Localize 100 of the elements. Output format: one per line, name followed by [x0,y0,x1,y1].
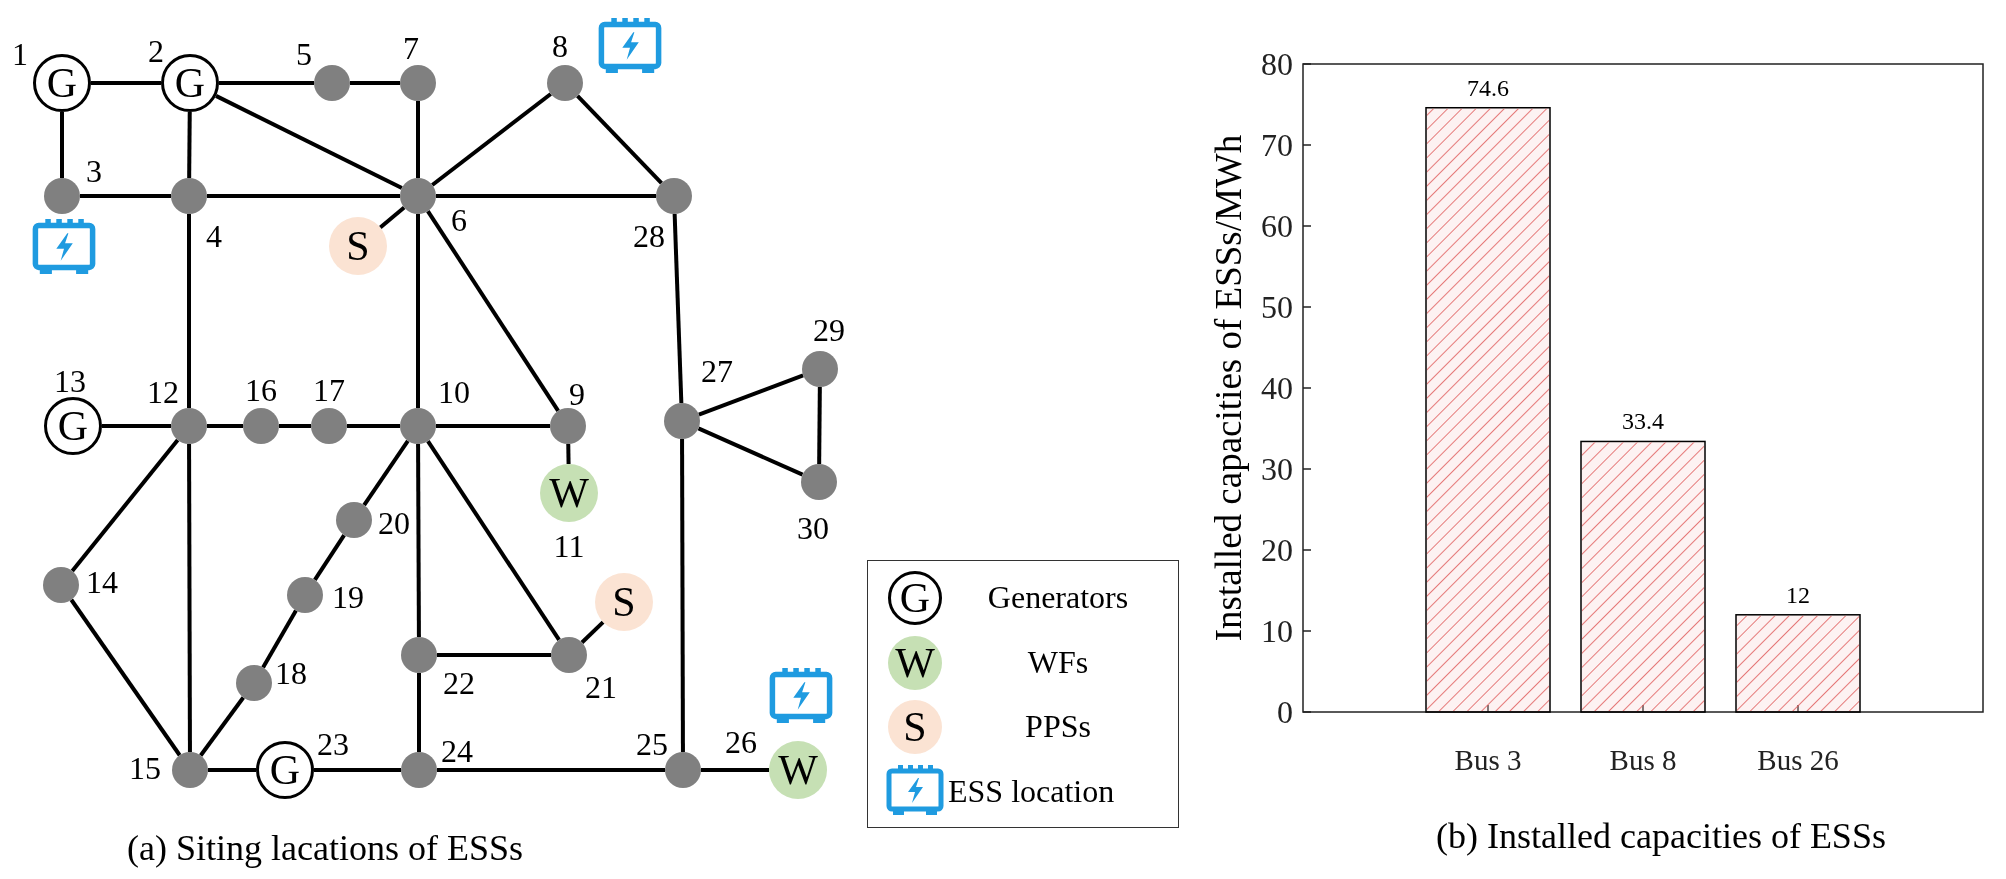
axis-title: Installed capacities of ESSs/MWh [1208,134,1249,642]
bus-number: 8 [552,30,568,62]
chart-caption: (b) Installed capacities of ESSs [1436,816,1886,856]
line [566,443,571,465]
line [261,609,298,669]
caption: (a) Siting lacations of ESSs [127,829,523,869]
bus-node [400,408,436,444]
bus-number: 9 [569,378,585,410]
bus-node [801,464,837,500]
bus-node [287,577,323,613]
bus-number: 15 [129,752,161,784]
bus-node [656,178,692,214]
line [416,444,421,637]
bus-number: 23 [317,728,349,760]
line [698,373,804,417]
bus-node [243,408,279,444]
bus-number: 27 [701,355,733,387]
line [426,210,560,412]
bus-node [400,65,436,101]
line [437,768,665,772]
category-label: Bus 3 [1454,744,1522,776]
bus-number: 7 [403,32,419,64]
bus-number: 26 [725,726,757,758]
line [102,424,171,428]
line [199,696,245,757]
legend-symbol: S [888,700,942,754]
bus-node [802,351,838,387]
generator-node: G [256,741,314,799]
line [91,81,161,85]
bus-node [664,403,700,439]
bus-node [171,408,207,444]
bus-node [336,502,372,538]
legend-label: PPSs [1025,710,1091,742]
line [431,92,552,187]
bus-node [43,567,79,603]
line [436,424,550,428]
bus-number: 16 [245,374,277,406]
bus-number: 1 [12,38,28,70]
axis-tick-label: 0 [1277,694,1293,730]
line [350,81,400,85]
bus-number: 4 [206,220,222,252]
bus-number: 17 [313,374,345,406]
bus-number: 2 [148,35,164,67]
line [207,194,400,198]
bus-number: 21 [585,671,617,703]
bus-node [171,178,207,214]
wind-farm-node: W [540,464,598,522]
line [426,439,561,642]
bus-number: 18 [275,657,307,689]
axis-tick-label: 40 [1261,370,1293,406]
bus-number: 30 [797,512,829,544]
wind-farm-node: W [769,741,827,799]
bus-node [314,65,350,101]
line [215,94,403,190]
line [70,438,180,573]
bus-node [547,65,583,101]
bus-number: 12 [147,376,179,408]
axis-tick-label: 30 [1261,451,1293,487]
line [187,214,191,408]
axis-tick-label: 20 [1261,532,1293,568]
line [379,206,406,229]
generator-node: G [44,397,102,455]
line [436,194,656,198]
line [672,213,684,404]
bus-node [44,178,80,214]
legend-symbol: G [888,571,942,625]
axis-tick-label: 50 [1261,289,1293,325]
line [80,194,171,198]
line [576,94,663,185]
bus-number: 6 [451,204,467,236]
line [416,101,420,178]
axis-tick-label: 80 [1261,46,1293,82]
bus-number: 20 [378,507,410,539]
bus-number: 24 [441,735,473,767]
line [417,673,421,752]
line [313,533,346,582]
axis-tick-label: 60 [1261,208,1293,244]
bus-number: 10 [438,376,470,408]
bus-node [665,752,701,788]
line [279,424,311,428]
bus-number: 13 [54,365,86,397]
line [69,598,182,757]
line [60,112,64,178]
bus-number: 3 [86,155,102,187]
legend-label: WFs [1027,646,1089,678]
line [580,620,605,644]
category-label: Bus 8 [1609,744,1677,776]
line [817,386,822,465]
bus-node [400,178,436,214]
bus-node [172,752,208,788]
bus-node [551,637,587,673]
line [680,439,685,752]
bus-number: 22 [443,667,475,699]
bus-number: 14 [86,566,118,598]
value-label: 74.6 [1467,74,1509,101]
line [697,426,804,477]
line [701,768,769,772]
axis-tick-label: 70 [1261,127,1293,163]
axis-tick-label: 10 [1261,613,1293,649]
value-label: 12 [1786,581,1810,608]
